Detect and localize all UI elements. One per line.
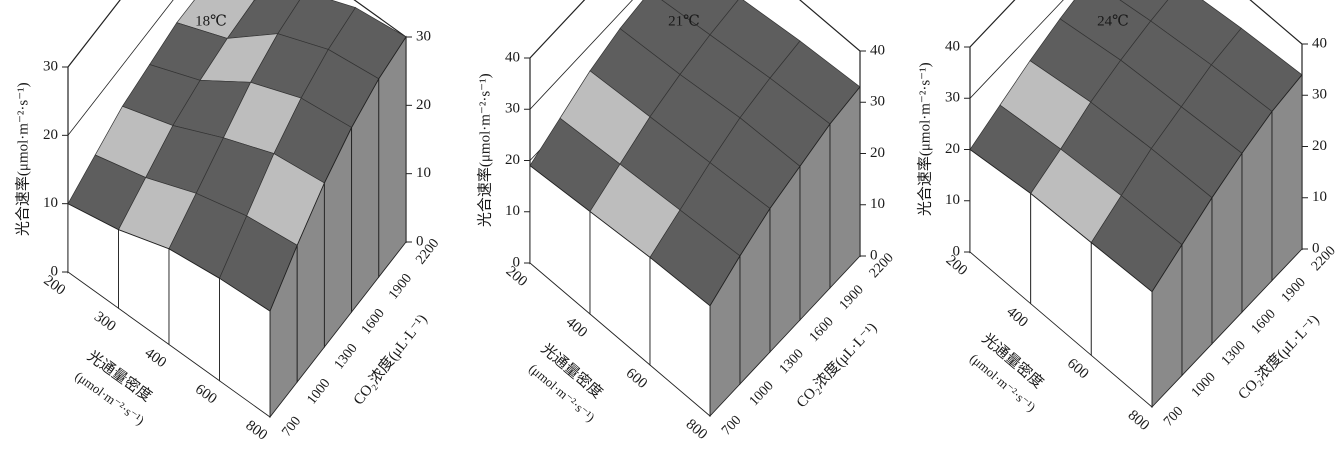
x-tick-label: 800 — [243, 417, 271, 443]
y-tick-label: 1600 — [1249, 307, 1279, 338]
z-tick-label-front: 20 — [505, 152, 520, 168]
x-tick-label: 400 — [1003, 304, 1031, 331]
z-tick-label-right: 20 — [870, 145, 885, 161]
y-tick-label: 1900 — [837, 282, 867, 313]
z-tick-label-front: 0 — [513, 254, 521, 270]
x-tick-label: 400 — [142, 345, 170, 371]
front-wall-segment — [219, 277, 271, 418]
z-tick-label-right: 0 — [870, 247, 878, 263]
y-tick-label: 1900 — [386, 271, 415, 302]
z-axis-label: 光合速率(μmol·m⁻²·s⁻¹) — [476, 73, 493, 227]
x-tick-label: 200 — [41, 272, 69, 298]
chart-title: 18℃ — [195, 13, 227, 29]
z-tick-label-front: 30 — [43, 58, 58, 74]
x-tick-label: 600 — [1064, 356, 1092, 383]
z-tick-label-front: 40 — [945, 38, 960, 54]
chart-title: 24℃ — [1097, 13, 1129, 29]
z-tick-label-right: 0 — [1312, 240, 1320, 256]
y-tick-label: 1000 — [747, 378, 777, 409]
x-tick-label: 300 — [91, 309, 119, 335]
y-tick-label: 1000 — [1189, 370, 1219, 401]
z-tick-label-front: 20 — [43, 127, 58, 143]
y-tick-label: 1300 — [777, 346, 807, 377]
y-tick-label: 1000 — [304, 376, 333, 407]
y-tick-label: 1600 — [359, 306, 388, 337]
z-tick-label-right: 20 — [416, 97, 431, 113]
z-tick-label-right: 20 — [1312, 138, 1327, 154]
z-tick-label-right: 10 — [416, 165, 431, 181]
z-tick-label-front: 10 — [945, 192, 960, 208]
y-axis-label: CO₂浓度(μL·L⁻¹) — [1235, 311, 1323, 402]
y-tick-label: 700 — [1161, 404, 1186, 430]
z-tick-label-right: 30 — [416, 28, 431, 44]
y-tick-label: 1300 — [332, 341, 361, 372]
z-tick-label-front: 20 — [945, 141, 960, 157]
chart-title: 21℃ — [668, 13, 700, 29]
x-tick-label: 800 — [1125, 407, 1153, 434]
x-tick-label: 400 — [563, 314, 591, 341]
z-tick-label-front: 30 — [945, 90, 960, 106]
side-wall-segment — [1271, 73, 1303, 282]
z-tick-label-right: 30 — [870, 94, 885, 110]
z-tick-label-right: 40 — [870, 42, 885, 58]
side-wall-segment — [829, 85, 861, 290]
y-tick-label: 1900 — [1279, 275, 1309, 306]
z-tick-label-front: 40 — [505, 49, 520, 65]
x-tick-label: 600 — [623, 365, 651, 392]
z-tick-label-right: 30 — [1312, 87, 1327, 103]
x-tick-label: 200 — [943, 252, 971, 279]
y-tick-label: 1300 — [1219, 338, 1249, 369]
z-tick-label-right: 10 — [1312, 189, 1327, 205]
front-wall-segment — [1090, 241, 1153, 408]
x-tick-label: 200 — [503, 263, 531, 290]
z-tick-label-front: 30 — [505, 101, 520, 117]
z-tick-label-front: 10 — [43, 195, 58, 211]
z-axis-label: 光合速率(μmol·m⁻²·s⁻¹) — [916, 62, 933, 216]
y-tick-label: 1600 — [807, 314, 837, 345]
x-tick-label: 800 — [683, 416, 711, 443]
z-tick-label-right: 40 — [1312, 35, 1327, 51]
z-tick-label-front: 10 — [505, 203, 520, 219]
y-tick-label: 700 — [279, 414, 304, 440]
z-tick-label-right: 0 — [416, 233, 424, 249]
z-tick-label-right: 10 — [870, 196, 885, 212]
side-wall-segment — [378, 35, 407, 279]
y-tick-label: 700 — [719, 413, 744, 439]
front-wall-segment — [649, 256, 711, 417]
z-tick-label-front: 0 — [953, 243, 961, 259]
z-axis-label: 光合速率(μmol·m⁻²·s⁻¹) — [14, 82, 31, 236]
front-wall-segment — [118, 229, 170, 346]
z-tick-label-front: 0 — [51, 263, 59, 279]
y-axis-label: CO₂浓度(μL·L⁻¹) — [793, 319, 881, 411]
x-tick-label: 600 — [192, 381, 220, 407]
